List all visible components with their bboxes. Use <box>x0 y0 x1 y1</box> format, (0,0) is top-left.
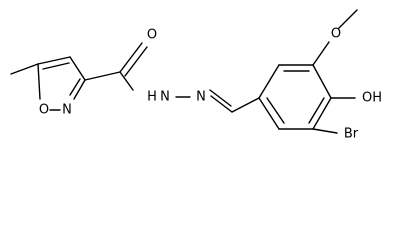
bond-ring-f <box>258 97 280 130</box>
bond-c5-c4 <box>37 56 71 65</box>
bond-carbonyl-nh <box>119 71 134 91</box>
bond-methoxy-o-ch3 <box>338 9 358 29</box>
methoxy-oxygen-label: O <box>331 27 341 42</box>
bond-carbonyl-o <box>119 42 143 73</box>
bond-ring-d <box>312 97 332 130</box>
hydrazone-nitrogen-label: N <box>196 90 206 105</box>
bond-ring-methoxy-o <box>312 41 330 66</box>
bond-ring-f-inner <box>266 97 285 124</box>
hydrazide-h-label: H <box>147 90 157 105</box>
bond-methyl-c5 <box>10 63 39 75</box>
bond-ring-br <box>312 128 338 134</box>
bond-ch-ring <box>231 97 260 113</box>
hydroxyl-label: OH <box>362 91 382 106</box>
bond-ring-a <box>258 64 280 99</box>
hydrazide-nitrogen-label: N <box>160 90 170 105</box>
bond-n-ch-inner <box>209 89 232 107</box>
bond-c3-n <box>73 79 86 100</box>
chemical-structure: O O OH O N H N N Br <box>10 9 382 142</box>
bond-c3-carbonyl <box>84 71 121 81</box>
carbonyl-oxygen-label: O <box>147 28 157 43</box>
bond-carbonyl-o-inner <box>124 46 148 77</box>
bond-ring-d-inner <box>308 97 325 124</box>
bond-c4-c3 <box>69 56 86 81</box>
isoxazole-oxygen-label: O <box>39 103 49 118</box>
bromo-label: Br <box>344 127 359 142</box>
bond-n-ch <box>210 95 233 113</box>
isoxazole-nitrogen-label: N <box>62 103 72 118</box>
bond-c3-n-inner <box>69 78 81 96</box>
bond-o-c5 <box>37 63 41 100</box>
bond-ring-c <box>312 64 332 99</box>
bond-c4-c5-inner <box>42 62 70 70</box>
